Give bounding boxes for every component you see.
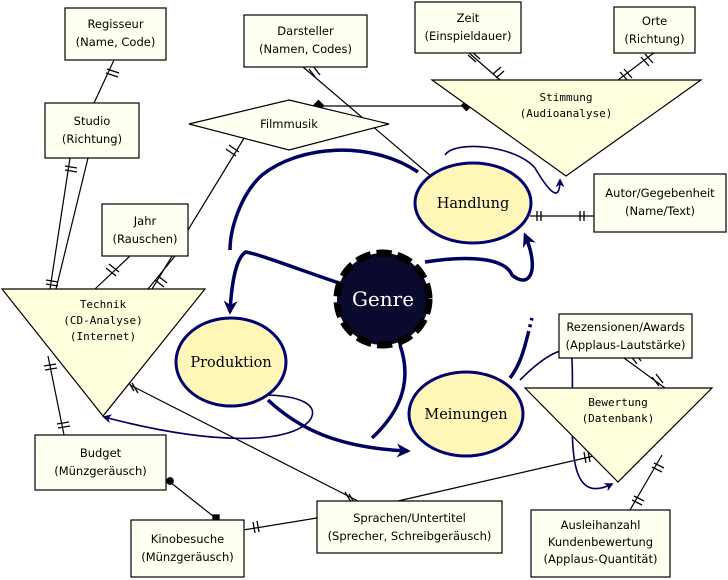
produktion-ellipse: Produktion <box>174 316 288 408</box>
svg-text:Sprachen/Untertitel: Sprachen/Untertitel <box>353 511 466 525</box>
autor-box: Autor/Gegebenheit (Name/Text) <box>593 173 727 233</box>
svg-text:(Münzgeräusch): (Münzgeräusch) <box>54 464 147 478</box>
svg-text:Produktion: Produktion <box>190 355 271 371</box>
filmmusik-diamond: Filmmusik <box>188 99 390 151</box>
svg-text:Autor/Gegebenheit: Autor/Gegebenheit <box>605 186 715 200</box>
svg-text:Technik: Technik <box>80 298 127 311</box>
zeit-box: Zeit (Einspieldauer) <box>414 1 522 54</box>
edge-studio-technik-2 <box>55 157 89 290</box>
edge-orte-stimmung <box>617 51 656 81</box>
edge-zeit-stimmung <box>467 51 501 81</box>
svg-text:(Name, Code): (Name, Code) <box>76 35 156 49</box>
svg-text:(CD-Analyse): (CD-Analyse) <box>63 314 142 327</box>
regisseur-box: Regisseur (Name, Code) <box>64 7 167 61</box>
edge-filmmusik-technik <box>151 134 247 290</box>
flow-handlung-produktion <box>228 148 419 251</box>
sprachen-box: Sprachen/Untertitel (Sprecher, Schreibge… <box>316 500 503 554</box>
flow-meinungen-bewertung <box>519 349 614 492</box>
svg-text:Rezensionen/Awards: Rezensionen/Awards <box>566 320 684 334</box>
flow-arrows <box>102 145 614 492</box>
flow-genre-handlung <box>424 232 536 282</box>
svg-text:Orte: Orte <box>642 14 667 28</box>
svg-text:Filmmusik: Filmmusik <box>260 117 318 131</box>
svg-text:(Richtung): (Richtung) <box>624 32 684 46</box>
svg-text:Studio: Studio <box>74 114 111 128</box>
svg-text:(Audioanalyse): (Audioanalyse) <box>520 107 613 120</box>
svg-text:Meinungen: Meinungen <box>424 407 507 423</box>
edge-kinobesuche-sprachen <box>242 517 318 531</box>
svg-text:(Einspieldauer): (Einspieldauer) <box>425 29 512 43</box>
flow-produktion-meinungen <box>266 398 411 458</box>
svg-text:(Internet): (Internet) <box>70 330 136 343</box>
flow-genre-meinungen <box>370 344 407 440</box>
orte-box: Orte (Richtung) <box>613 6 696 54</box>
svg-text:(Richtung): (Richtung) <box>62 132 122 146</box>
edge-regisseur-studio <box>93 59 115 104</box>
flow-meinungen-dots <box>526 317 534 335</box>
flow-produktion-technik <box>102 394 314 440</box>
jahr-box: Jahr (Rauschen) <box>101 203 189 257</box>
svg-text:(Applaus-Lautstärke): (Applaus-Lautstärke) <box>566 338 686 352</box>
rezensionen-box: Rezensionen/Awards (Applaus-Lautstärke) <box>558 313 693 359</box>
darsteller-box: Darsteller (Namen, Codes) <box>243 14 368 68</box>
svg-text:Bewertung: Bewertung <box>588 396 648 409</box>
edge-budget-kinobesuche <box>169 481 219 521</box>
ausleih-box: Ausleihanzahl Kundenbewertung (Applaus-Q… <box>530 509 671 578</box>
kinobesuche-box: Kinobesuche (Münzgeräusch) <box>130 519 245 578</box>
svg-text:Darsteller: Darsteller <box>277 24 334 38</box>
meinungen-ellipse: Meinungen <box>407 370 525 458</box>
budget-box: Budget (Münzgeräusch) <box>34 434 167 491</box>
edge-studio-technik-1 <box>49 157 71 290</box>
genre-node: Genre <box>333 249 433 349</box>
svg-text:Jahr: Jahr <box>133 214 157 228</box>
edge-technik-sprachen <box>129 384 359 502</box>
flow-handlung-stimmung <box>444 145 565 194</box>
svg-text:(Sprecher, Schreibgeräusch): (Sprecher, Schreibgeräusch) <box>328 529 492 543</box>
handlung-ellipse: Handlung <box>413 161 533 245</box>
svg-text:Kinobesuche: Kinobesuche <box>151 532 224 546</box>
svg-text:(Datenbank): (Datenbank) <box>582 412 655 425</box>
edge-rezensionen-bewertung <box>623 357 666 389</box>
studio-box: Studio (Richtung) <box>44 102 140 159</box>
flow-genre-produktion <box>223 250 346 315</box>
svg-text:Ausleihanzahl: Ausleihanzahl <box>561 518 641 532</box>
svg-text:Zeit: Zeit <box>457 11 480 25</box>
bewertung-triangle: Bewertung (Datenbank) <box>523 387 714 483</box>
stimmung-triangle: Stimmung (Audioanalyse) <box>430 79 703 177</box>
svg-text:(Name/Text): (Name/Text) <box>625 204 695 218</box>
svg-text:Handlung: Handlung <box>437 196 510 212</box>
svg-text:(Namen, Codes): (Namen, Codes) <box>259 42 352 56</box>
svg-text:Regisseur: Regisseur <box>87 17 143 31</box>
svg-text:Kundenbewertung: Kundenbewertung <box>548 535 653 549</box>
svg-text:Stimmung: Stimmung <box>540 91 593 104</box>
svg-text:(Münzgeräusch): (Münzgeräusch) <box>141 550 234 564</box>
flow-meinungen-dotted <box>508 333 530 380</box>
edge-sprachen-bewertung <box>397 454 599 502</box>
svg-text:Genre: Genre <box>352 287 414 311</box>
technik-triangle: Technik (CD-Analyse) (Internet) <box>0 288 207 417</box>
svg-text:(Applaus-Quantität): (Applaus-Quantität) <box>544 552 658 566</box>
svg-text:Budget: Budget <box>80 446 122 460</box>
svg-text:(Rauschen): (Rauschen) <box>112 232 177 246</box>
